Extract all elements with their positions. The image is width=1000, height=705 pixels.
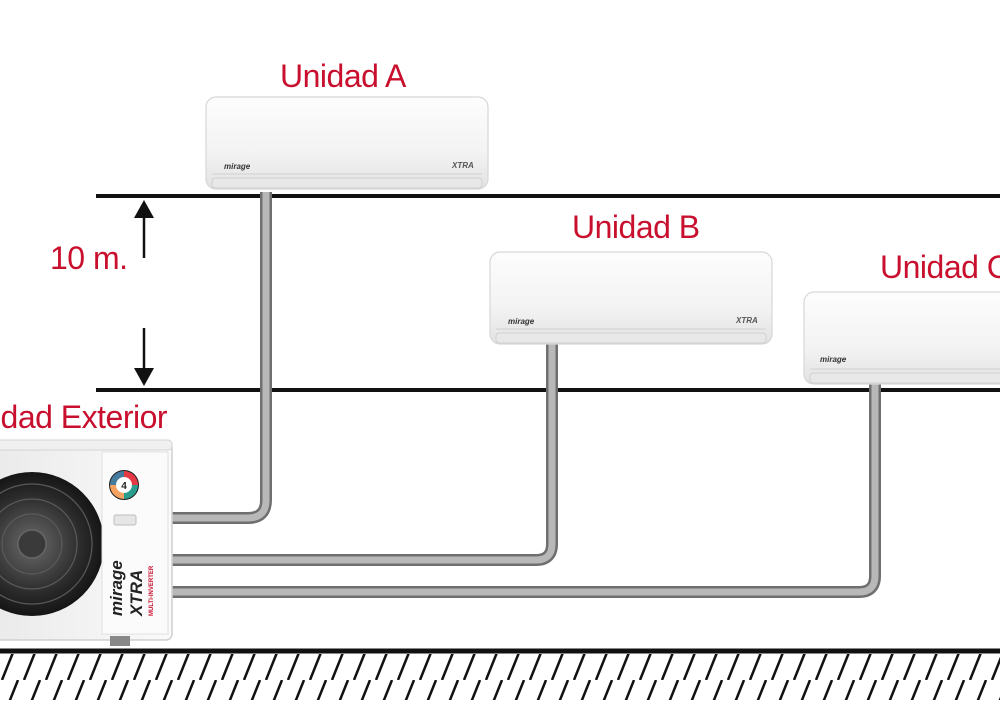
indoor-unit-a-series: XTRA (451, 161, 474, 170)
indoor-unit-b-logo: mirage (508, 317, 535, 326)
label-unit-b: Unidad B (572, 209, 700, 245)
outdoor-series: XTRA (127, 570, 146, 617)
refrigerant-pipes (170, 192, 881, 598)
indoor-unit-b-series: XTRA (735, 316, 758, 325)
label-unit-c: Unidad C (880, 249, 1000, 285)
outdoor-subtitle: MULTI-INVERTER (149, 565, 155, 616)
pipe-unit-b (170, 344, 558, 566)
four-color-badge-icon: 4 (109, 470, 139, 500)
label-exterior-unit: Unidad Exterior (0, 399, 168, 435)
indoor-unit-a-logo: mirage (224, 162, 251, 171)
height-dimension-arrow-up (134, 200, 154, 258)
svg-text:4: 4 (121, 481, 127, 492)
outdoor-fan-grille-icon (0, 472, 104, 616)
label-height-dimension: 10 m. (50, 240, 128, 276)
height-dimension-arrow-down (134, 328, 154, 386)
indoor-unit-b: mirage XTRA (489, 251, 773, 345)
indoor-unit-c-logo: mirage (820, 355, 847, 364)
ground (0, 648, 1000, 700)
label-unit-a: Unidad A (280, 58, 406, 94)
pipe-unit-a (170, 192, 272, 524)
outdoor-logo: mirage (107, 560, 126, 616)
outdoor-unit: 4 mirage XTRA MULTI-INVERTER (0, 439, 173, 646)
indoor-unit-a: mirage XTRA (205, 96, 489, 190)
indoor-unit-c: mirage (803, 291, 1000, 385)
